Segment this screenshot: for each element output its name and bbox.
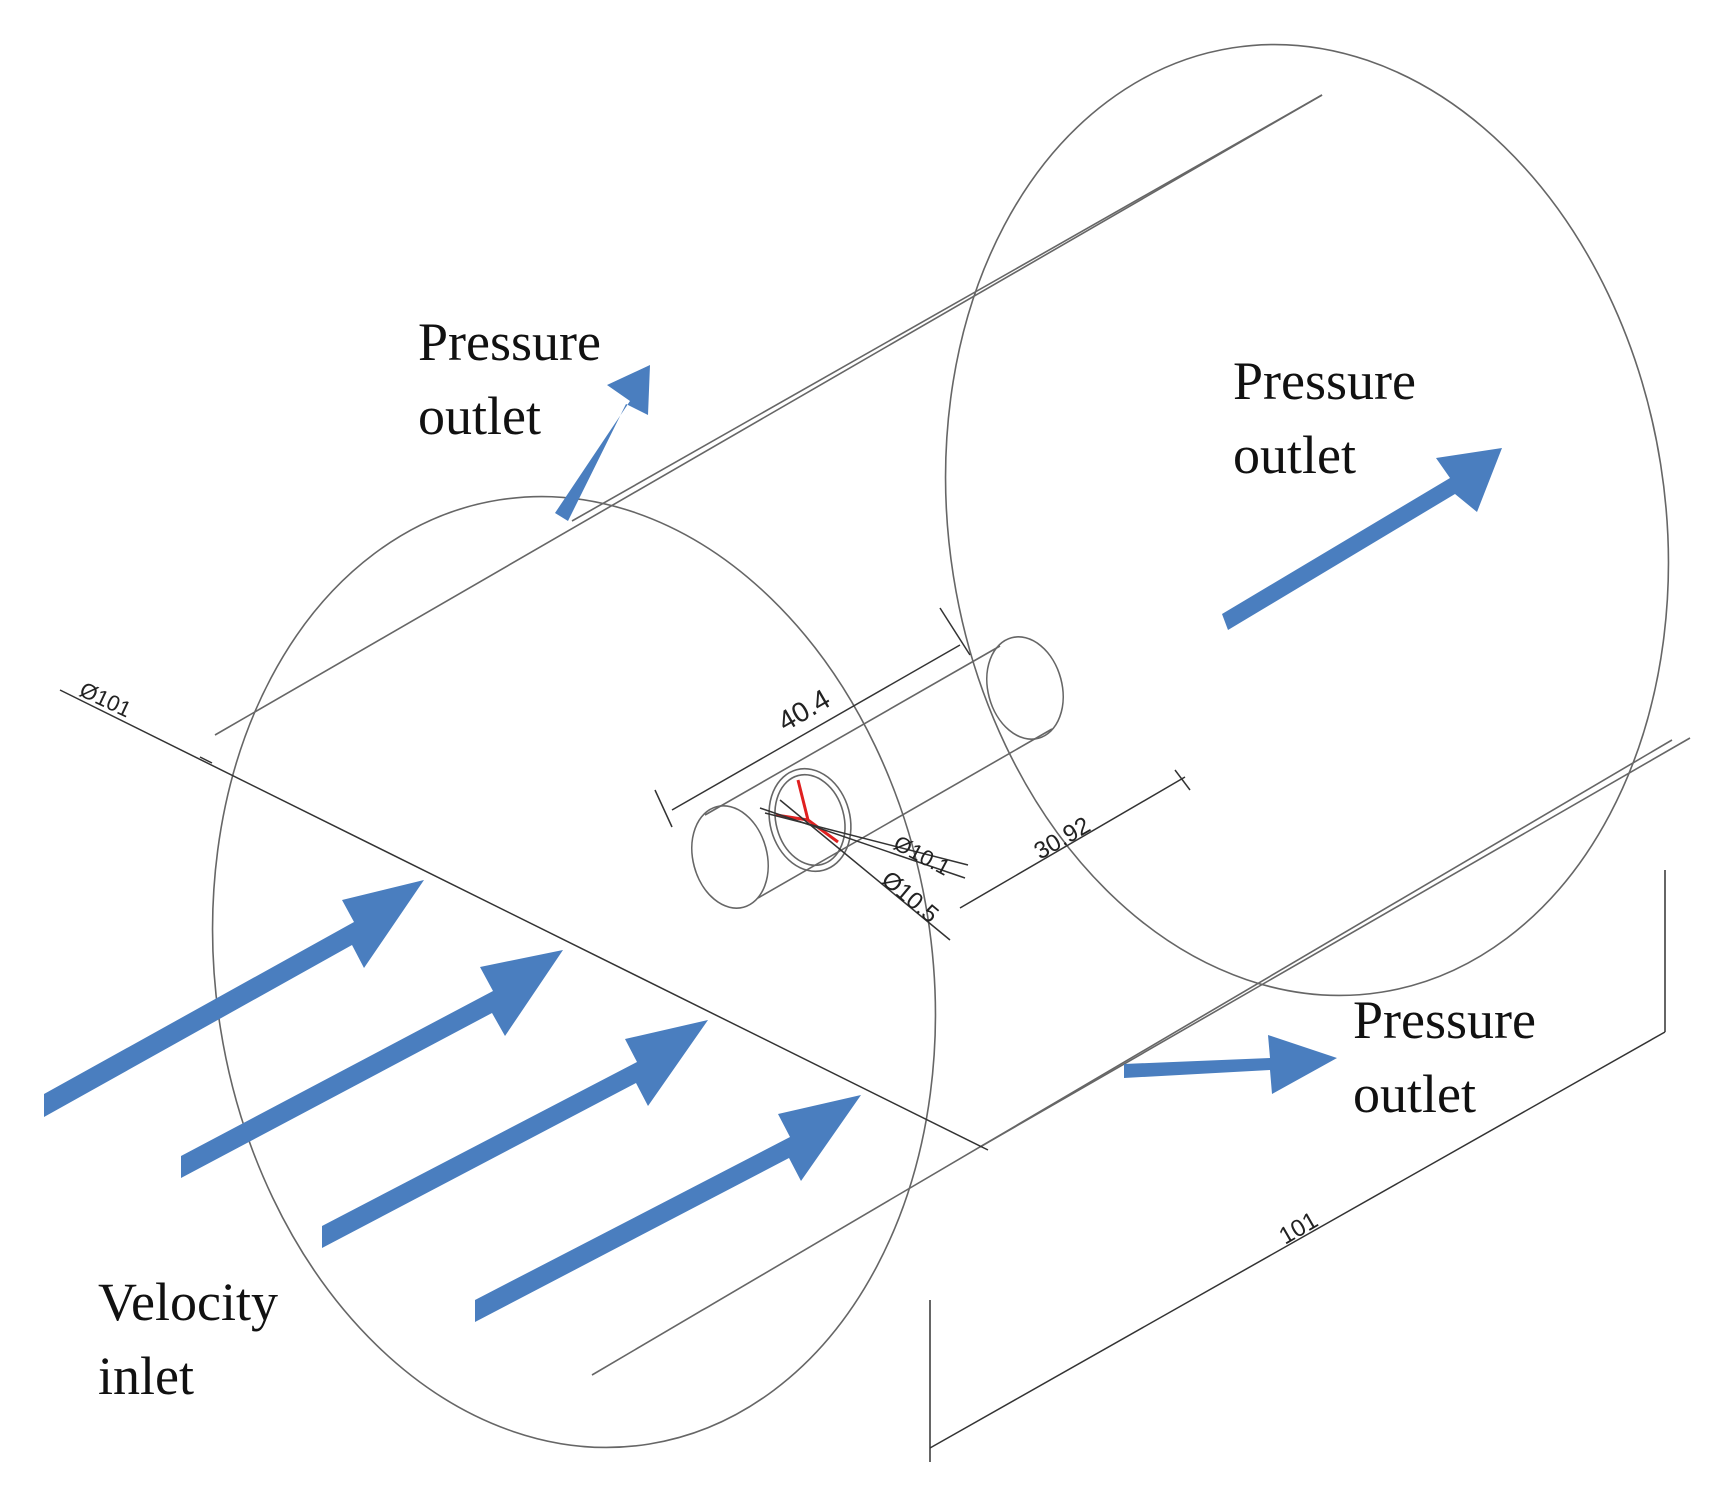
bluff-body-cylinder: [691, 636, 1064, 909]
inlet-arrow-2: [181, 950, 563, 1178]
section-inner-circle: [774, 773, 846, 867]
body-edge-bottom: [757, 728, 1053, 899]
section-marker: [775, 779, 839, 844]
domain-cylinder: [211, 43, 1691, 1449]
dimension-texts: Ø101 40.4 30.92 Ø10.1 Ø10.5 101: [76, 677, 1323, 1250]
outlet-label-line-2: outlet: [418, 386, 541, 446]
outlet-label-line-1: Pressure: [1233, 351, 1416, 411]
outlet-label-top-left: Pressure outlet: [418, 305, 601, 453]
overall-length-text: 101: [1275, 1207, 1323, 1250]
outlet-arrow-top-left: [555, 365, 650, 521]
inlet-label-line-2: inlet: [98, 1346, 194, 1406]
flow-arrows: [44, 365, 1502, 1322]
inner-diameter-leader: [759, 807, 966, 879]
inlet-arrow-3: [322, 1020, 708, 1248]
inlet-label-line-1: Velocity: [98, 1272, 278, 1332]
section-outer-circle: [768, 767, 852, 873]
outlet-label-bottom-right: Pressure outlet: [1353, 983, 1536, 1131]
length-extension-right: [939, 607, 971, 656]
outlet-arrow-top-right: [1222, 448, 1502, 630]
inlet-end-ellipse: [211, 495, 937, 1449]
cylinder-length-text: 40.4: [773, 683, 836, 737]
generatrix-top: [571, 94, 1323, 522]
body-front-face: [691, 805, 769, 909]
inlet-arrow-1: [44, 880, 424, 1117]
leader-extra: [764, 812, 969, 866]
outlet-label-line-2: outlet: [1353, 1064, 1476, 1124]
diameter-tick: [199, 756, 213, 764]
generatrix-top-back: [214, 94, 1323, 736]
inlet-label: Velocity inlet: [98, 1265, 278, 1413]
diameter-dimension-line: [59, 689, 989, 1151]
length-extension-left: [654, 789, 673, 828]
body-edge-top: [704, 645, 1001, 816]
outlet-label-line-1: Pressure: [1353, 990, 1536, 1050]
generatrix-bottom: [979, 737, 1691, 1148]
outlet-label-top-right: Pressure outlet: [1233, 344, 1416, 492]
overall-length-line: [929, 1031, 1666, 1449]
length-dimension-line: [671, 644, 961, 811]
dimension-lines: [59, 607, 1666, 1462]
outlet-label-line-1: Pressure: [418, 312, 601, 372]
offset-dimension-line: [959, 776, 1186, 909]
domain-diameter-text: Ø101: [76, 677, 135, 722]
generatrix-bottom-front: [591, 739, 1673, 1376]
body-back-face: [986, 636, 1064, 740]
outlet-end-ellipse: [944, 43, 1670, 997]
inlet-arrow-4: [475, 1095, 861, 1322]
outlet-arrow-bottom-right: [1124, 1035, 1337, 1094]
outlet-label-line-2: outlet: [1233, 425, 1356, 485]
offset-extension: [1174, 769, 1191, 791]
offset-text: 30.92: [1030, 812, 1096, 865]
